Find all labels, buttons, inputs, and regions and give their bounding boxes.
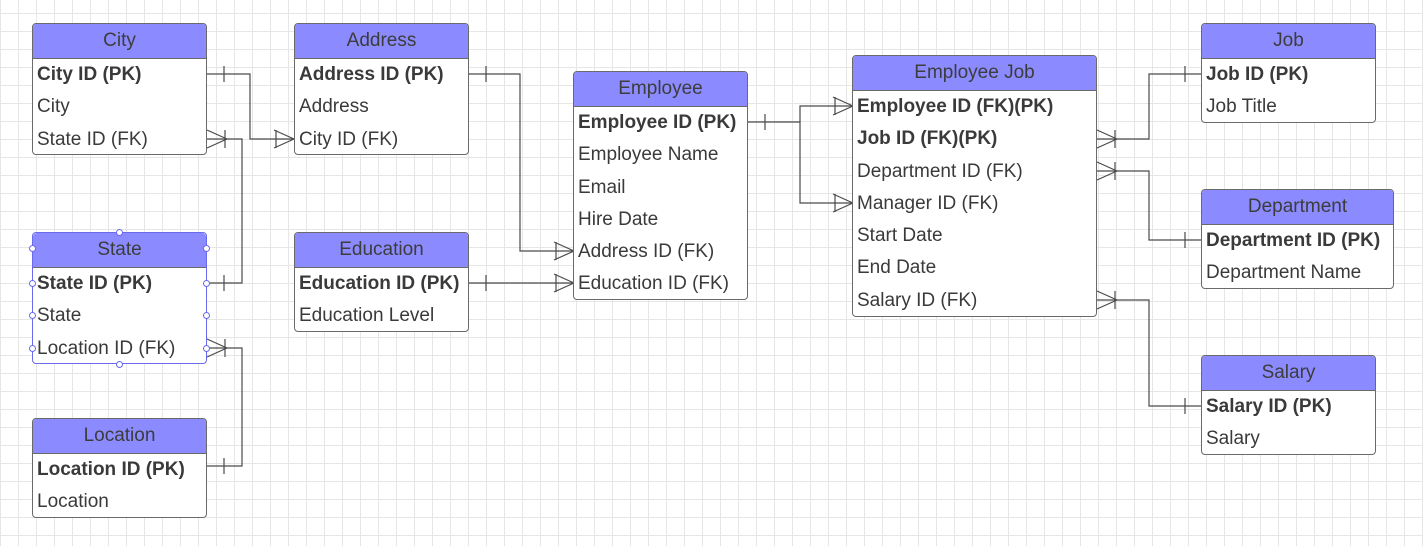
field-education-id-pk[interactable]: Education ID (PK) — [299, 273, 460, 294]
entity-education[interactable]: Education Education ID (PK) Education Le… — [294, 232, 469, 332]
entity-title: City — [33, 24, 206, 59]
entity-title: Department — [1202, 190, 1393, 225]
field-location[interactable]: Location — [37, 491, 109, 513]
field-education-level[interactable]: Education Level — [299, 305, 435, 327]
entity-address[interactable]: Address Address ID (PK) Address City ID … — [294, 23, 469, 155]
field-address-id-fk[interactable]: Address ID (FK) — [578, 241, 715, 263]
field-end-date[interactable]: End Date — [857, 257, 937, 279]
entity-salary[interactable]: Salary Salary ID (PK) Salary — [1201, 355, 1376, 455]
entity-job[interactable]: Job Job ID (PK) Job Title — [1201, 23, 1376, 123]
entity-employee[interactable]: Employee Employee ID (PK) Employee Name … — [573, 71, 748, 300]
field-state-id-pk[interactable]: State ID (PK) — [37, 273, 153, 294]
connector-state-city[interactable] — [206, 129, 243, 291]
field-employee-name[interactable]: Employee Name — [578, 144, 719, 166]
connection-point-left-2[interactable] — [29, 312, 36, 319]
connector-address-employee[interactable] — [469, 66, 575, 261]
resize-handle-top-right[interactable] — [203, 245, 210, 252]
field-city[interactable]: City — [37, 96, 70, 118]
connector-department-employeejob[interactable] — [1096, 161, 1202, 248]
field-city-id-fk[interactable]: City ID (FK) — [299, 128, 399, 150]
entity-city[interactable]: City City ID (PK) City State ID (FK) — [32, 23, 207, 155]
field-state[interactable]: State — [37, 305, 82, 327]
field-employee-id-pk[interactable]: Employee ID (PK) — [578, 112, 737, 133]
connector-employee-employeejob[interactable] — [748, 96, 854, 213]
resize-handle-top[interactable] — [116, 229, 123, 236]
field-email[interactable]: Email — [578, 176, 626, 198]
field-start-date[interactable]: Start Date — [857, 225, 943, 247]
field-address[interactable]: Address — [299, 96, 369, 118]
entity-title: State — [33, 233, 206, 268]
entity-title: Employee Job — [853, 56, 1096, 91]
connector-job-employeejob[interactable] — [1096, 66, 1202, 149]
entity-state[interactable]: State State ID (PK) State Location ID (F… — [29, 229, 210, 368]
entity-title: Job — [1202, 24, 1375, 59]
entity-title: Location — [33, 419, 206, 454]
field-hire-date[interactable]: Hire Date — [578, 208, 659, 230]
field-education-id-fk[interactable]: Education ID (FK) — [578, 273, 729, 295]
field-salary[interactable]: Salary — [1206, 428, 1260, 450]
resize-handle-bottom[interactable] — [116, 361, 123, 368]
field-manager-id-fk[interactable]: Manager ID (FK) — [857, 192, 999, 214]
connection-point-right-2[interactable] — [203, 312, 210, 319]
connection-point-right-1[interactable] — [203, 280, 210, 287]
field-job-id-pk[interactable]: Job ID (PK) — [1206, 64, 1309, 85]
connector-location-state[interactable] — [206, 338, 243, 474]
field-location-id-pk[interactable]: Location ID (PK) — [37, 459, 185, 480]
entity-title: Address — [295, 24, 468, 59]
entity-title: Education — [295, 233, 468, 268]
entity-title: Employee — [574, 72, 747, 107]
field-state-id-fk[interactable]: State ID (FK) — [37, 128, 148, 150]
field-address-id-pk[interactable]: Address ID (PK) — [299, 64, 444, 85]
field-job-title[interactable]: Job Title — [1206, 96, 1277, 118]
field-job-id-fk-pk[interactable]: Job ID (FK)(PK) — [857, 128, 998, 150]
field-employee-id-fk-pk[interactable]: Employee ID (FK)(PK) — [857, 96, 1054, 117]
connector-city-address[interactable] — [207, 66, 295, 149]
field-city-id-pk[interactable]: City ID (PK) — [37, 64, 142, 85]
connection-point-right-3[interactable] — [203, 345, 210, 352]
entity-title: Salary — [1202, 356, 1375, 391]
field-department-id-fk[interactable]: Department ID (FK) — [857, 160, 1023, 182]
entity-department[interactable]: Department Department ID (PK) Department… — [1201, 189, 1394, 289]
connection-point-left-3[interactable] — [29, 345, 36, 352]
connection-point-left-1[interactable] — [29, 280, 36, 287]
field-department-name[interactable]: Department Name — [1206, 262, 1362, 284]
field-salary-id-pk[interactable]: Salary ID (PK) — [1206, 396, 1332, 417]
entity-employee-job[interactable]: Employee Job Employee ID (FK)(PK) Job ID… — [852, 55, 1097, 317]
connector-education-employee[interactable] — [469, 273, 575, 293]
field-department-id-pk[interactable]: Department ID (PK) — [1206, 230, 1381, 251]
field-salary-id-fk[interactable]: Salary ID (FK) — [857, 289, 978, 311]
field-location-id-fk[interactable]: Location ID (FK) — [37, 337, 176, 359]
entity-location[interactable]: Location Location ID (PK) Location — [32, 418, 207, 518]
connector-salary-employeejob[interactable] — [1096, 290, 1202, 414]
resize-handle-top-left[interactable] — [29, 245, 36, 252]
